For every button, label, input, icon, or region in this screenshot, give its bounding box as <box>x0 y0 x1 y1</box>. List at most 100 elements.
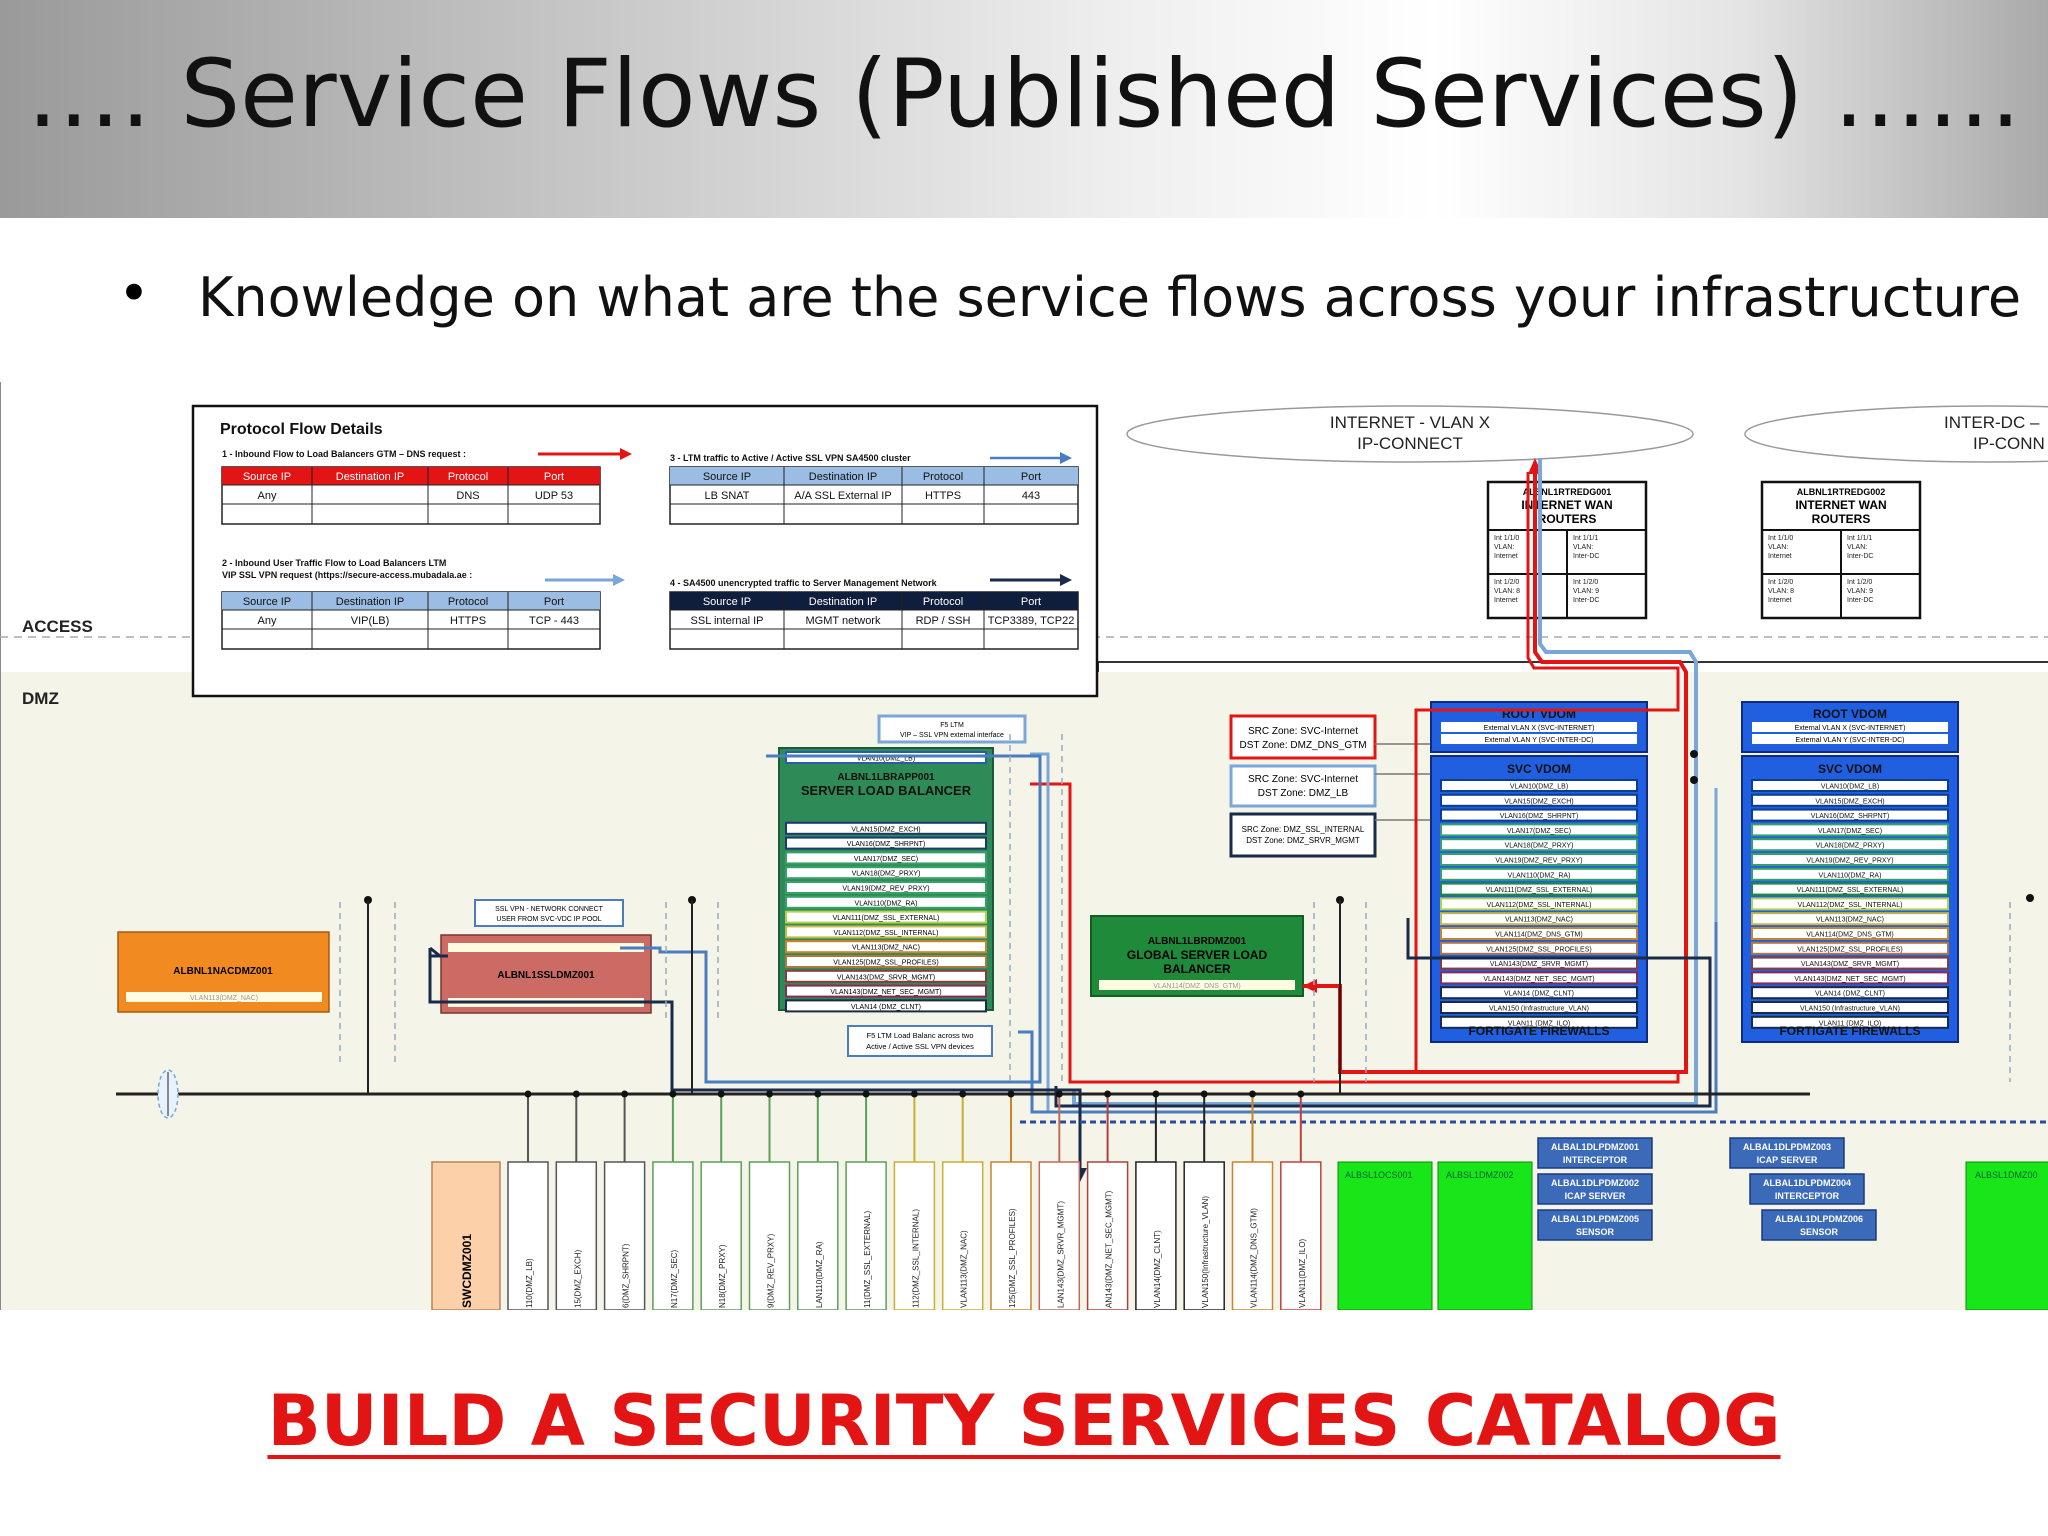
gslb-line3: BALANCER <box>1163 962 1231 976</box>
interdc-cloud-line1: INTER-DC – <box>1944 413 2040 432</box>
protocol-title: Protocol Flow Details <box>220 421 383 438</box>
router-role2: ROUTERS <box>1538 512 1597 526</box>
fortigate-vlan: VLAN111(DMZ_SSL_EXTERNAL) <box>1797 887 1904 894</box>
vlan-column: VLAN14(DMZ_CLNT) <box>1135 1090 1177 1310</box>
bullet-text: Knowledge on what are the service flows … <box>198 266 2022 329</box>
vlan-column: 110(DMZ_LB) <box>507 1090 549 1310</box>
fortigate-vlan: VLAN110(DMZ_RA) <box>1819 872 1882 879</box>
slb-role: SERVER LOAD BALANCER <box>801 783 972 798</box>
vlan-column-label: 11(DMZ_SSL_EXTERNAL) <box>863 1210 872 1308</box>
router-port-text: VLAN: 9 <box>1573 588 1599 595</box>
dlp-name: ALBAL1DLPDMZ005 <box>1551 1214 1639 1224</box>
slb-vlan: VLAN112(DMZ_SSL_INTERNAL) <box>834 930 939 937</box>
router-port-text: Internet <box>1768 553 1792 560</box>
table-cell: MGMT network <box>806 615 881 627</box>
slb-vlan: VLAN125(DMZ_SSL_PROFILES) <box>833 960 938 967</box>
gslb-line2: GLOBAL SERVER LOAD <box>1127 948 1268 962</box>
slb-vlan: VLAN16(DMZ_SHRPNT) <box>847 841 926 848</box>
vlan-column: 11(DMZ_SSL_EXTERNAL) <box>845 1090 887 1310</box>
dlp-role: SENSOR <box>1800 1227 1839 1237</box>
vlan-column-label: 125(DMZ_SSL_PROFILES) <box>1008 1208 1017 1308</box>
router-name: ALBNL1RTREDG002 <box>1797 487 1886 497</box>
access-label: ACCESS <box>22 617 93 636</box>
fortigate-vlan: VLAN114(DMZ_DNS_GTM) <box>1806 932 1893 939</box>
zone-note-3b: DST Zone: DMZ_SRVR_MGMT <box>1246 836 1360 845</box>
fortigate-vlan: VLAN15(DMZ_EXCH) <box>1504 798 1573 805</box>
table-cell: A/A SSL External IP <box>794 490 891 502</box>
fortigate-vlan: VLAN125(DMZ_SSL_PROFILES) <box>1797 946 1902 953</box>
svc-vdom-label: SVC VDOM <box>1818 762 1882 776</box>
f5-ltm-line2: VIP – SSL VPN external interface <box>900 732 1004 739</box>
ssl-vpn-note <box>474 899 624 927</box>
vlan-column-label: AN143(DMZ_NET_SEC_MGMT) <box>1105 1190 1114 1308</box>
fortigate-vlan: VLAN11 (DMZ_ILO) <box>1508 1020 1571 1027</box>
router-port-text: VLAN: 8 <box>1494 588 1520 595</box>
table-header-cell: Destination IP <box>336 596 404 608</box>
vlan-column: LAN143(DMZ_SRVR_MGMT) <box>1038 1090 1081 1310</box>
router-port-text: Internet <box>1494 553 1518 560</box>
dlp-role: ICAP SERVER <box>1565 1191 1626 1201</box>
fortigate-vlan: VLAN113(DMZ_NAC) <box>1505 917 1573 924</box>
server-dmz-right-label: ALBSL1DMZ00 <box>1975 1170 2038 1180</box>
ssl-note-line1: SSL VPN - NETWORK CONNECT <box>495 906 604 913</box>
vlan-column: 125(DMZ_SSL_PROFILES) <box>990 1090 1032 1310</box>
vlan-column-label: LAN110(DMZ_RA) <box>815 1241 824 1308</box>
router-port-text: Inter-DC <box>1573 553 1599 560</box>
f5-ltm-line1: F5 LTM <box>940 722 964 729</box>
table-header-cell: Protocol <box>448 471 488 483</box>
fortigate-vlan: VLAN112(DMZ_SSL_INTERNAL) <box>1487 902 1592 909</box>
ssl-name: ALBNL1SSLDMZ001 <box>497 970 595 981</box>
vlan-column: VLAN113(DMZ_NAC) <box>941 1090 984 1310</box>
flow1-label: 1 - Inbound Flow to Load Balancers GTM –… <box>222 449 466 459</box>
server-ocs <box>1337 1161 1433 1310</box>
vlan-column: N17(DMZ_SEC) <box>652 1090 694 1310</box>
fortigate-vlan: VLAN143(DMZ_SRVR_MGMT) <box>1490 961 1588 968</box>
slb-name: ALBNL1LBRAPP001 <box>837 772 935 783</box>
table-header-cell: Source IP <box>703 471 751 483</box>
table-header-cell: Protocol <box>448 596 488 608</box>
switch-label: SWCDMZ001 <box>460 1234 474 1308</box>
vlan-column: VLAN114(DMZ_DNS_GTM) <box>1231 1090 1274 1310</box>
server-dmz002 <box>1437 1161 1533 1310</box>
router-role2: ROUTERS <box>1812 512 1871 526</box>
nac-name: ALBNL1NACDMZ001 <box>173 966 273 977</box>
slb-vlan: VLAN10(DMZ_LB) <box>857 756 915 763</box>
fortigate-vlan: VLAN111(DMZ_SSL_EXTERNAL) <box>1486 887 1593 894</box>
zone-note-3a: SRC Zone: DMZ_SSL_INTERNAL <box>1242 825 1365 834</box>
vlan-column-label: 6(DMZ_SHRPNT) <box>622 1243 631 1308</box>
router-port-text: VLAN: <box>1768 544 1788 551</box>
slb-vlan: VLAN113(DMZ_NAC) <box>852 945 920 952</box>
fortigate-footer: FORTIGATE FIREWALLS <box>1468 1024 1609 1038</box>
table-cell: UDP 53 <box>535 490 573 502</box>
flow2-label-a: 2 - Inbound User Traffic Flow to Load Ba… <box>222 558 446 568</box>
fortigate-vlan: VLAN14 (DMZ_CLNT) <box>1815 991 1885 998</box>
ssl-note-line2: USER FROM SVC-VDC IP POOL <box>496 916 601 923</box>
cta-text: BUILD A SECURITY SERVICES CATALOG <box>267 1380 1781 1462</box>
table-header-cell: Source IP <box>243 471 291 483</box>
vlan-column: 6(DMZ_SHRPNT) <box>603 1090 646 1310</box>
vlan-column-label: VLAN114(DMZ_DNS_GTM) <box>1250 1208 1259 1308</box>
slb-vlan: VLAN19(DMZ_REV_PRXY) <box>842 886 929 893</box>
server-ocs-label: ALBSL1OCS001 <box>1345 1170 1413 1180</box>
dlp-name: ALBAL1DLPDMZ002 <box>1551 1178 1639 1188</box>
dlp-role: INTERCEPTOR <box>1563 1155 1628 1165</box>
vlan-column: AN143(DMZ_NET_SEC_MGMT) <box>1086 1090 1129 1310</box>
internet-cloud-line1: INTERNET - VLAN X <box>1330 413 1490 432</box>
fortigate-vlan: VLAN16(DMZ_SHRPNT) <box>1811 813 1890 820</box>
vlan-column-label: 112(DMZ_SSL_INTERNAL) <box>911 1209 920 1308</box>
f5-balance-line2: Active / Active SSL VPN devices <box>866 1042 974 1051</box>
internet-cloud-line2: IP-CONNECT <box>1357 434 1463 453</box>
fortigate-vlan: VLAN15(DMZ_EXCH) <box>1815 798 1884 805</box>
global-server-load-balancer: ALBNL1LBRDMZ001 GLOBAL SERVER LOAD BALAN… <box>1090 915 1304 997</box>
zone-note-gtm: SRC Zone: SVC-Internet DST Zone: DMZ_DNS… <box>1229 714 1377 760</box>
interdc-cloud-line2: IP-CONN <box>1973 434 2045 453</box>
fortigate-vlan: VLAN125(DMZ_SSL_PROFILES) <box>1486 946 1591 953</box>
nac-vlan: VLAN113(DMZ_NAC) <box>190 995 258 1002</box>
fortigate-vlan: VLAN18(DMZ_PRXY) <box>1816 843 1885 850</box>
